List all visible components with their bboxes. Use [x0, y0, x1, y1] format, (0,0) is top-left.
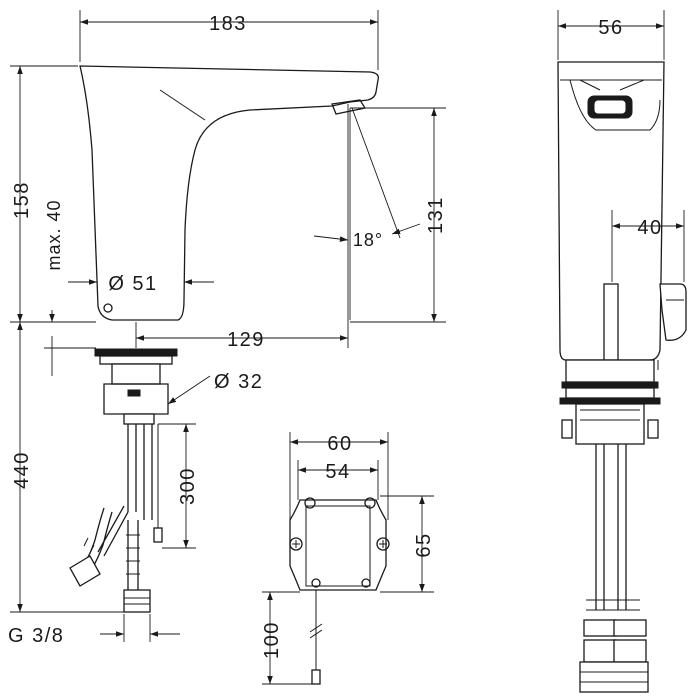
dim-thread: G 3/8: [8, 614, 180, 647]
label-40: 40: [637, 217, 662, 239]
label-d51: Ø 51: [108, 273, 157, 295]
label-max40: max. 40: [44, 199, 64, 270]
label-thread: G 3/8: [8, 625, 64, 647]
label-65: 65: [413, 532, 435, 557]
label-131: 131: [425, 196, 447, 234]
label-183: 183: [209, 13, 247, 35]
dim-183: 183: [79, 10, 379, 70]
dim-d32: Ø 32: [167, 371, 263, 405]
label-440: 440: [11, 451, 33, 489]
faucet-side-view: [557, 61, 687, 693]
label-158: 158: [11, 181, 33, 219]
dim-60: 60: [289, 432, 389, 520]
label-56: 56: [598, 17, 623, 39]
faucet-front-view: [79, 65, 379, 321]
dim-131: 131: [350, 107, 447, 323]
dim-158: 158: [10, 65, 96, 323]
dim-40: 40: [611, 210, 685, 282]
label-angle: 18°: [353, 230, 383, 250]
control-box: [289, 497, 390, 685]
dim-65: 65: [380, 495, 435, 593]
label-129: 129: [227, 329, 265, 351]
dim-d51: Ø 51: [68, 273, 214, 295]
label-54: 54: [325, 461, 350, 483]
dim-angle: 18°: [313, 107, 421, 320]
faucet-mounting: [69, 348, 178, 613]
dim-300: 300: [158, 423, 199, 549]
sensor-icon: [103, 303, 113, 313]
label-300: 300: [177, 467, 199, 505]
dim-100: 100: [261, 591, 312, 685]
dim-54: 54: [297, 460, 379, 500]
dim-440: 440: [10, 322, 124, 613]
dim-max40: max. 40: [44, 199, 96, 376]
label-60: 60: [327, 433, 352, 455]
dim-56: 56: [557, 10, 665, 60]
dim-129: 129: [135, 104, 349, 351]
label-100: 100: [261, 621, 283, 659]
label-d32: Ø 32: [214, 371, 263, 393]
